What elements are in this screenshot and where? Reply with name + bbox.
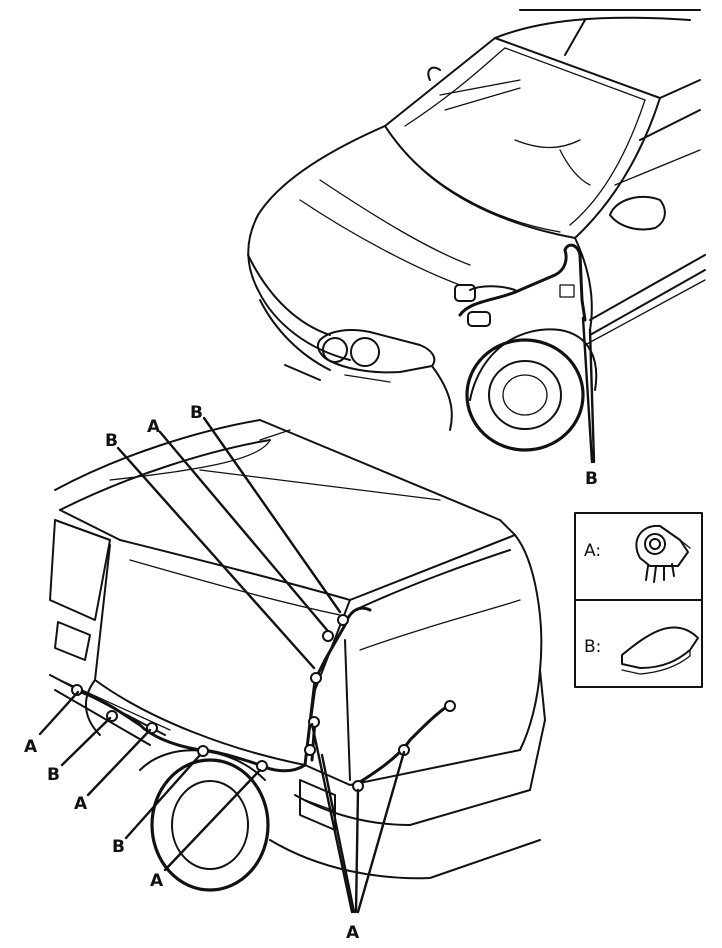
legend-a-label: A:: [584, 541, 601, 561]
front-callout-b: B: [581, 316, 598, 489]
rear-bottom-callout-a: A: [310, 722, 406, 943]
callout-label: B: [105, 431, 118, 451]
cushion-tape-icon: [621, 626, 699, 675]
callout-label: A: [150, 871, 164, 891]
front-vehicle-view: [247, 9, 706, 452]
legend-box: A: B:: [574, 512, 703, 688]
callout-label: B: [585, 469, 598, 489]
legend-b-label: B:: [584, 637, 601, 657]
callout-label: A: [147, 417, 161, 437]
callout-label: B: [112, 837, 125, 857]
rear-vehicle-view: [49, 419, 546, 892]
clip-icon: [635, 524, 691, 583]
callout-label: B: [190, 403, 203, 423]
callout-label: B: [47, 765, 60, 785]
callout-label: A: [74, 794, 88, 814]
rear-top-callouts: B A B: [105, 403, 342, 670]
callout-label: A: [346, 923, 360, 943]
rear-left-callouts: A B A B A: [24, 690, 262, 891]
callout-label: A: [24, 737, 38, 757]
